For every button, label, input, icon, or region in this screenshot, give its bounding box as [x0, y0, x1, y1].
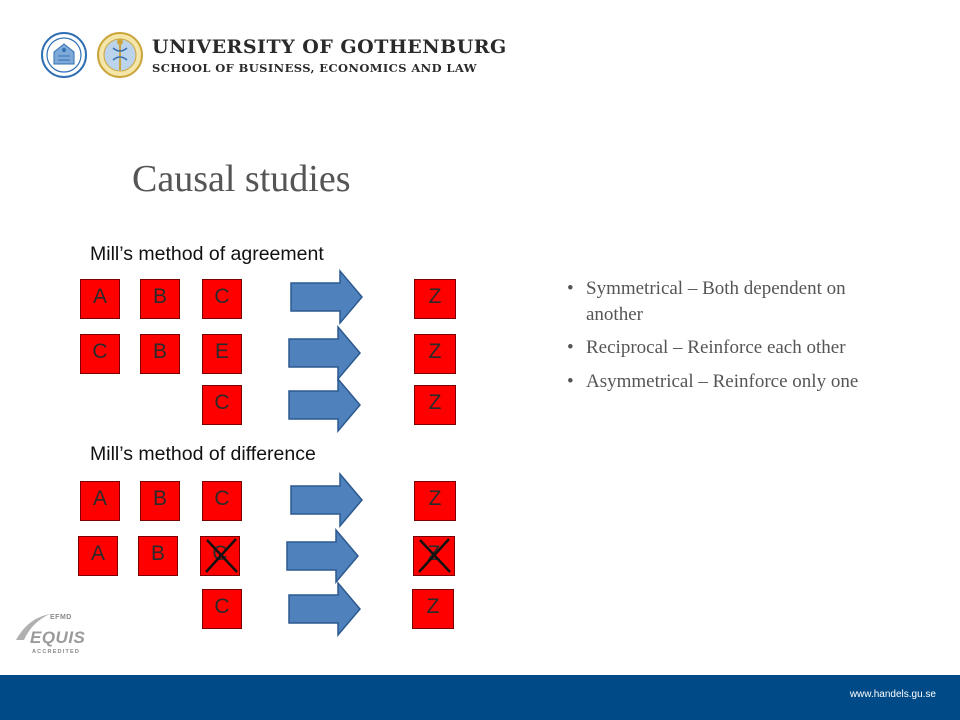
school-name: SCHOOL OF BUSINESS, ECONOMICS AND LAW: [152, 61, 477, 75]
effect-box: Z: [412, 589, 454, 629]
right-arrow-icon: [286, 528, 360, 584]
cause-box: C: [202, 481, 242, 521]
cause-box: A: [78, 536, 118, 576]
cause-box: A: [80, 481, 120, 521]
equis-text: EQUIS: [30, 628, 86, 647]
effect-box: Z: [414, 279, 456, 319]
right-arrow-icon: [288, 377, 362, 433]
cross-out-icon: [201, 535, 241, 575]
university-seal-icon: [40, 30, 88, 80]
cause-box: E: [202, 334, 242, 374]
right-arrow-icon: [290, 269, 364, 325]
cause-box: B: [140, 334, 180, 374]
relationship-bullet-list: Symmetrical – Both dependent on another …: [567, 276, 887, 402]
cause-box: A: [80, 279, 120, 319]
accredited-text: ACCREDITED: [32, 649, 81, 655]
right-arrow-icon: [288, 581, 362, 637]
bullet-item: Symmetrical – Both dependent on another: [567, 276, 887, 328]
cause-box: B: [140, 279, 180, 319]
effect-box: Z: [414, 385, 456, 425]
effect-box: Z: [414, 334, 456, 374]
cause-box: C: [202, 279, 242, 319]
cause-box: C: [202, 385, 242, 425]
university-name: UNIVERSITY OF GOTHENBURG: [152, 36, 507, 58]
agreement-label: Mill’s method of agreement: [90, 243, 324, 265]
cause-box: C: [80, 334, 120, 374]
header: UNIVERSITY OF GOTHENBURG SCHOOL OF BUSIN…: [40, 30, 506, 84]
slide-title: Causal studies: [132, 158, 351, 200]
cause-box: B: [140, 481, 180, 521]
cause-box: C: [202, 589, 242, 629]
bullet-item: Asymmetrical – Reinforce only one: [567, 369, 887, 395]
equis-swoosh-icon: [16, 614, 50, 640]
footer-url: www.handels.gu.se: [849, 689, 936, 700]
cross-out-icon: [414, 535, 454, 575]
efmd-text: EFMD: [50, 614, 72, 621]
bullet-item: Reciprocal – Reinforce each other: [567, 335, 887, 361]
difference-label: Mill’s method of difference: [90, 443, 316, 465]
equis-logo: EFMD EQUIS ACCREDITED: [14, 612, 86, 660]
effect-box: Z: [414, 481, 456, 521]
right-arrow-icon: [288, 325, 362, 381]
school-seal-icon: [96, 30, 144, 80]
cause-box: B: [138, 536, 178, 576]
footer-bar: www.handels.gu.se: [0, 675, 960, 720]
right-arrow-icon: [290, 472, 364, 528]
